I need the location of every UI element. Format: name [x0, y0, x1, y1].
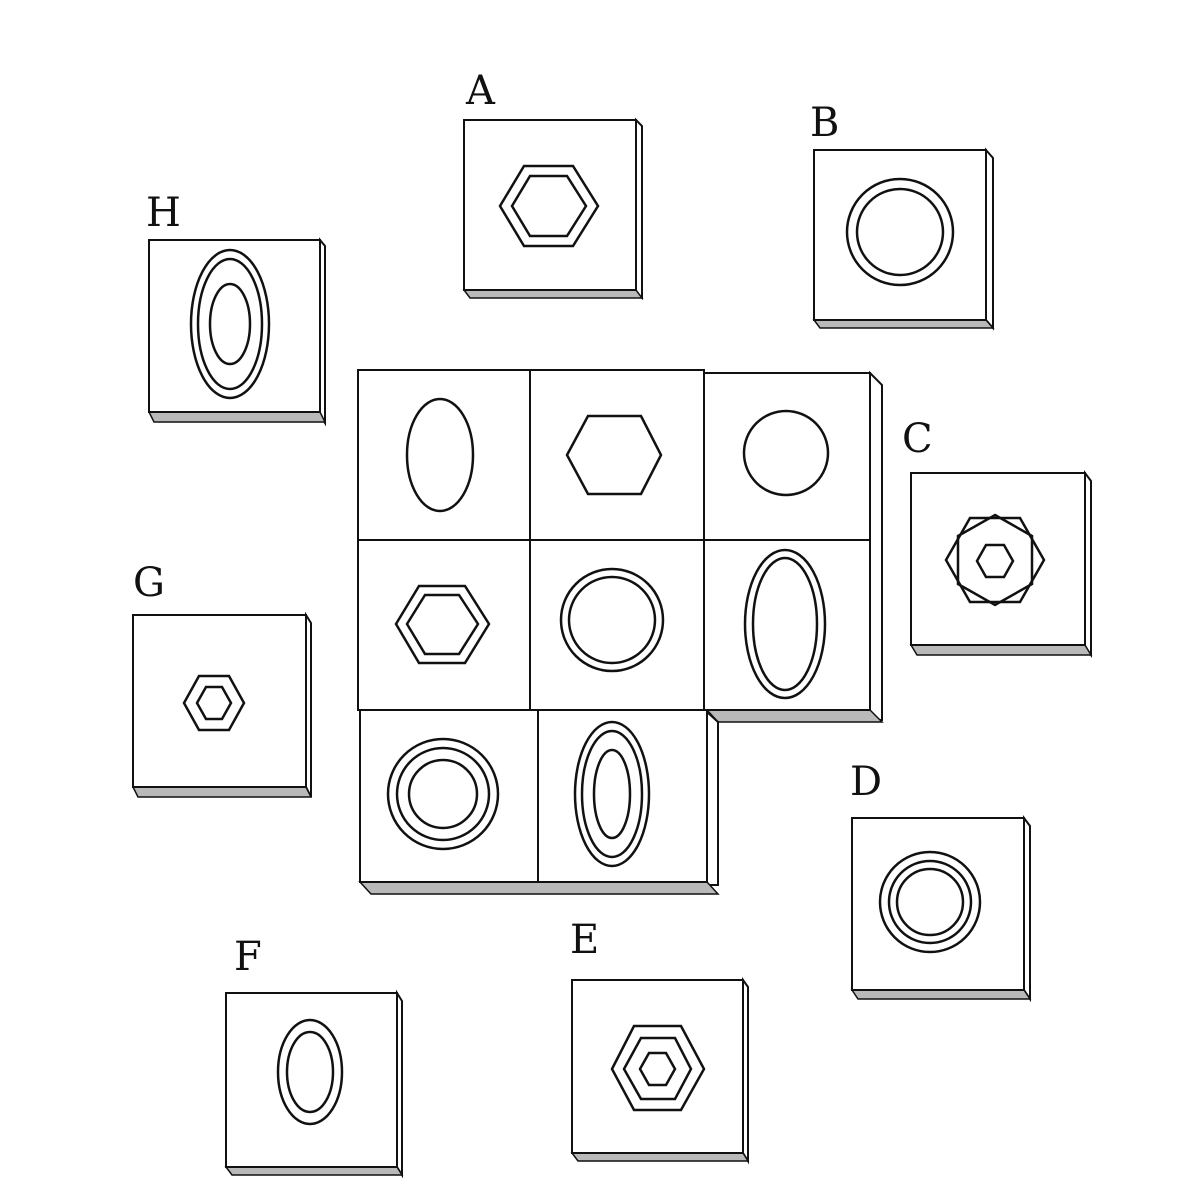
- option-h[interactable]: H: [146, 190, 327, 427]
- matrix-cell-r3c1: [359, 709, 539, 883]
- option-label: F: [234, 934, 262, 980]
- circle-inner-shape: [567, 575, 657, 665]
- hexagon-inner-shape: [975, 543, 1015, 579]
- tile-bottom: [850, 989, 1032, 1000]
- tile-side: [985, 147, 994, 331]
- hexagon-outer-shape: [610, 1024, 706, 1112]
- hexagon-outer-shape: [944, 516, 1046, 604]
- circle-shape: [742, 409, 830, 497]
- tile-bottom: [131, 786, 313, 798]
- oval-outer-shape: [743, 548, 827, 700]
- matrix-cell-r1c2: [529, 369, 705, 541]
- option-b[interactable]: B: [810, 100, 995, 331]
- oval-shape: [405, 397, 475, 513]
- tile-bottom: [147, 411, 327, 423]
- hexagon-inner-shape: [195, 685, 233, 721]
- tile-bottom: [224, 1166, 404, 1176]
- option-label: E: [570, 917, 599, 963]
- option-e[interactable]: E: [570, 917, 750, 1165]
- hexagon-middle-shape: [622, 1036, 693, 1101]
- hexagon-outer-shape: [394, 584, 491, 665]
- option-a[interactable]: A: [462, 68, 644, 301]
- circle-middle-shape: [395, 746, 491, 842]
- matrix-cell-r2c2: [529, 539, 705, 711]
- hexagon-shape: [565, 414, 663, 496]
- matrix-board: [357, 369, 884, 895]
- oval-middle-shape: [196, 257, 264, 391]
- circle-outer-shape: [845, 177, 955, 287]
- option-f[interactable]: F: [224, 934, 404, 1179]
- circle-outer-shape: [559, 567, 665, 673]
- oval-outer-shape: [189, 248, 271, 400]
- matrix-cell-r1c3: [703, 372, 871, 541]
- board-side-right-bottom: [706, 709, 719, 886]
- oval-middle-shape: [580, 729, 644, 859]
- oval-inner-shape: [592, 748, 632, 840]
- circle-middle-shape: [887, 859, 973, 945]
- tile-bottom: [570, 1152, 750, 1162]
- matrix-cell-r1c1: [357, 369, 531, 541]
- matrix-cell-r2c1: [357, 539, 531, 711]
- option-tile-face: [813, 149, 987, 321]
- board-side-right-top: [869, 370, 883, 721]
- tile-bottom: [812, 319, 995, 329]
- hexagon-inner-shape: [405, 593, 480, 656]
- oval-inner-shape: [208, 282, 252, 366]
- hexagon-rotated-shape: [956, 513, 1034, 607]
- option-tile-face: [463, 119, 637, 291]
- oval-inner-shape: [285, 1030, 335, 1114]
- option-label: C: [902, 416, 933, 462]
- hexagon-outer-shape: [498, 164, 600, 248]
- tile-bottom: [462, 289, 644, 299]
- option-tile-face: [851, 817, 1025, 991]
- option-c[interactable]: C: [902, 416, 1093, 658]
- board-bottom-right: [705, 709, 884, 723]
- oval-outer-shape: [573, 720, 651, 868]
- circle-inner-shape: [895, 867, 965, 937]
- circle-outer-shape: [386, 737, 500, 851]
- hexagon-outer-shape: [182, 674, 246, 732]
- option-label: H: [146, 190, 181, 236]
- option-label: D: [850, 759, 882, 805]
- option-d[interactable]: D: [850, 759, 1032, 1003]
- option-tile-face: [910, 472, 1086, 646]
- circle-inner-shape: [855, 187, 945, 277]
- option-label: G: [133, 560, 165, 606]
- option-label: A: [465, 68, 496, 114]
- matrix-cell-r2c3: [703, 539, 871, 711]
- option-g[interactable]: G: [131, 560, 313, 798]
- circle-outer-shape: [878, 850, 982, 954]
- option-tile-face: [148, 239, 321, 413]
- option-label: B: [810, 100, 839, 146]
- hexagon-inner-shape: [638, 1051, 677, 1087]
- board-bottom: [358, 881, 720, 895]
- option-tile-face: [132, 614, 307, 788]
- circle-inner-shape: [407, 758, 479, 830]
- tile-bottom: [909, 644, 1093, 656]
- hexagon-inner-shape: [510, 174, 588, 238]
- oval-inner-shape: [751, 556, 819, 692]
- oval-outer-shape: [276, 1018, 344, 1126]
- option-tile-face: [571, 979, 744, 1154]
- option-tile-face: [225, 992, 398, 1168]
